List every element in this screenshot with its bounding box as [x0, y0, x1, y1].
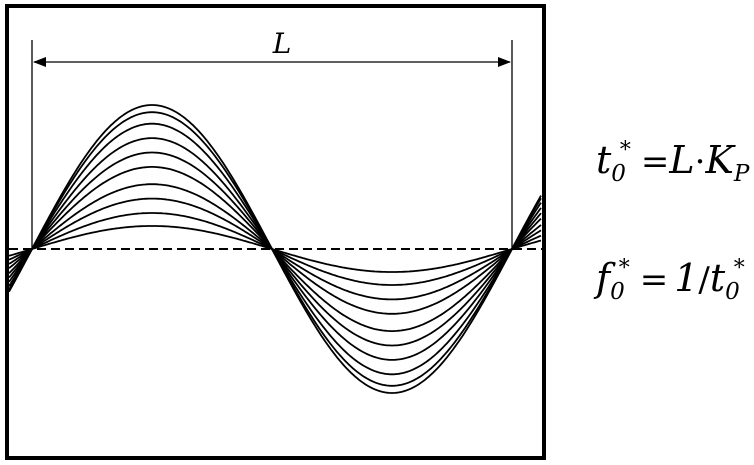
- eq2-equals: =: [639, 260, 669, 300]
- eq2-t-superscript: *: [733, 256, 745, 281]
- eq2-slash: /: [698, 260, 710, 300]
- eq1-K-subscript: P: [733, 161, 750, 187]
- eq1-L: L: [669, 138, 695, 182]
- eq2-one: 1: [674, 256, 699, 300]
- eq1-t: t: [596, 138, 612, 182]
- equation-f0: f0*=1/t0*: [596, 258, 745, 304]
- arrow-head-right: [498, 57, 511, 67]
- eq2-f-subscript: 0: [610, 279, 625, 305]
- eq1-equals: =: [640, 142, 670, 182]
- eq2-f: f: [596, 256, 611, 300]
- eq2-t-subscript: 0: [725, 279, 740, 305]
- eq1-t-superscript: *: [619, 138, 631, 163]
- eq1-K: K: [705, 138, 734, 182]
- eq2-f-superscript: *: [618, 256, 630, 281]
- wave-curves: [8, 104, 542, 394]
- equation-t0: t0* =L·KP: [596, 140, 749, 186]
- eq2-t: t: [709, 256, 726, 300]
- arrow-head-left: [33, 57, 46, 67]
- eq1-t-subscript: 0: [611, 161, 626, 187]
- frame: [5, 4, 546, 460]
- wave-curve-10: [8, 104, 542, 394]
- length-label: L: [272, 27, 292, 60]
- eq1-dot: ·: [694, 142, 706, 182]
